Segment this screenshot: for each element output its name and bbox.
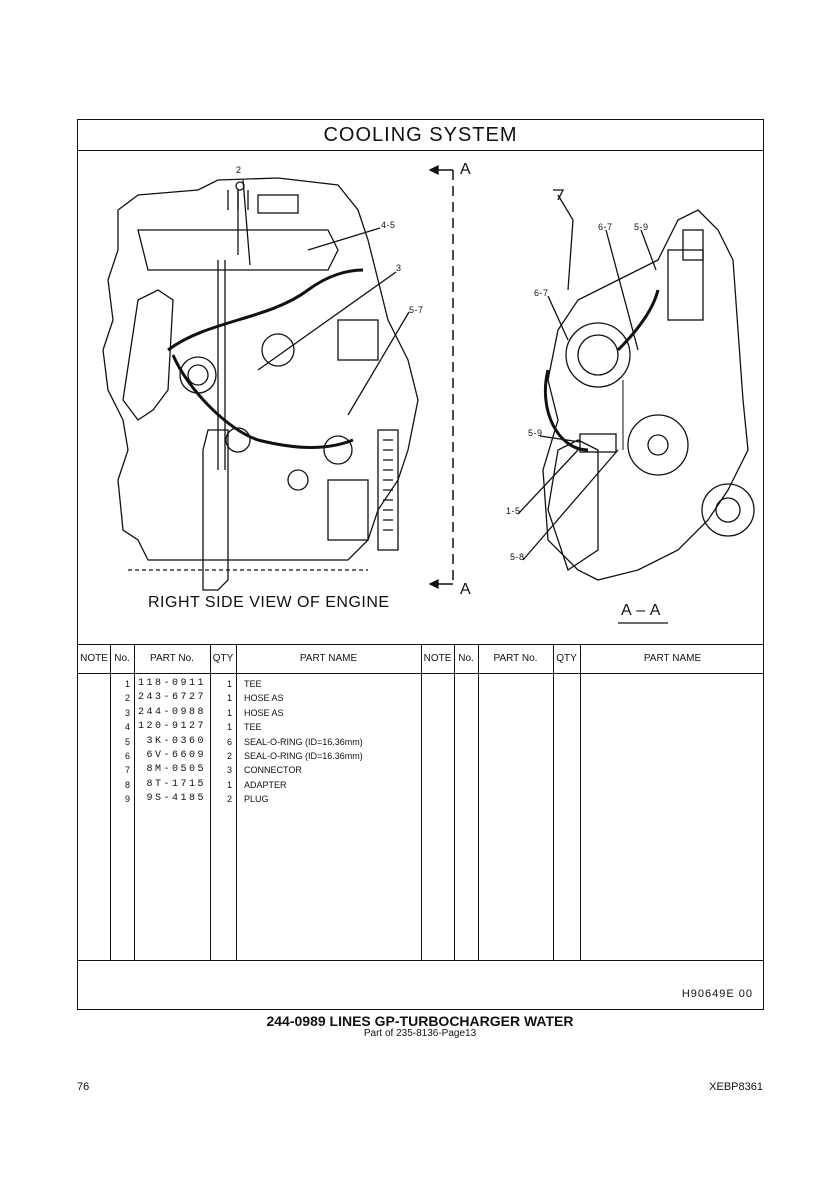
row-part-name: SEAL-O-RING (ID=16.36mm) [244, 736, 363, 747]
row-part-no: 120-9127 [137, 721, 206, 733]
row-part-no: 118-0911 [137, 678, 206, 689]
row-item-no: 5 [124, 736, 130, 747]
row-part-no: 243-6727 [137, 692, 206, 704]
sheet-title: COOLING SYSTEM [78, 120, 763, 151]
row-part-no: 6V-6609 [146, 750, 206, 761]
callout-5-8: 5-8 [510, 552, 525, 562]
row-part-no: 8T-1715 [146, 778, 206, 790]
section-marker-bottom: A [460, 581, 472, 598]
row-part-no: 9S-4185 [146, 793, 206, 805]
row-qty: 2 [226, 794, 232, 805]
header-no: No. [114, 653, 130, 664]
header-qty-2: QTY [556, 653, 577, 664]
header-part-name-2: PART NAME [643, 653, 702, 664]
row-item-no: 3 [124, 707, 130, 718]
callout-4-5: 4-5 [381, 220, 396, 230]
row-qty: 1 [226, 693, 232, 704]
callout-5-9-top: 5-9 [634, 222, 649, 232]
row-item-no: 9 [124, 794, 130, 805]
section-view-label: A – A [621, 602, 661, 619]
header-note-2: NOTE [423, 653, 452, 664]
row-part-name: PLUG [244, 794, 269, 805]
row-qty: 1 [226, 707, 232, 718]
row-part-no: 8M-0505 [146, 764, 206, 776]
row-qty: 6 [226, 736, 232, 747]
illustration-reference: H90649E 00 [681, 988, 753, 1000]
row-qty: 1 [226, 679, 232, 689]
row-part-no: 244-0988 [137, 706, 206, 718]
row-part-name: TEE [244, 722, 262, 733]
row-qty: 1 [226, 722, 232, 733]
callout-5-7: 5-7 [409, 305, 424, 315]
header-qty: QTY [212, 653, 234, 664]
header-part-no: PART No. [150, 653, 194, 664]
callout-6-7-left: 6-7 [534, 288, 549, 298]
row-qty: 3 [226, 765, 232, 776]
row-qty: 1 [226, 779, 232, 790]
row-item-no: 7 [124, 765, 130, 776]
row-part-name: HOSE AS [244, 707, 284, 718]
row-item-no: 1 [124, 679, 130, 689]
row-part-name: HOSE AS [244, 693, 284, 704]
row-item-no: 6 [124, 751, 130, 761]
header-note: NOTE [80, 653, 108, 664]
group-caption: 244-0989 LINES GP-TURBOCHARGER WATER [266, 1013, 574, 1029]
row-part-no: 3K-0360 [146, 735, 206, 747]
row-part-name: SEAL-O-RING (ID=16.36mm) [244, 751, 363, 761]
right-side-view-label: RIGHT SIDE VIEW OF ENGINE [148, 594, 390, 611]
row-item-no: 8 [124, 779, 130, 790]
parts-table: NOTE No. PART No. QTY PART NAME NOTE No.… [78, 644, 763, 961]
header-no-2: No. [458, 653, 474, 664]
row-part-name: CONNECTOR [244, 765, 302, 776]
callout-2: 2 [236, 165, 242, 175]
group-subcaption: Part of 235-8136-Page13 [363, 1028, 477, 1039]
engine-illustration: 2 4-5 3 5-7 6-7 5-9 6-7 5-9 1-5 5-8 A A … [78, 150, 763, 644]
header-part-no-2: PART No. [493, 653, 538, 664]
header-part-name: PART NAME [299, 653, 358, 664]
parts-sheet: COOLING SYSTEM [77, 119, 764, 1010]
document-id: XEBP8361 [709, 1081, 763, 1093]
row-part-name: ADAPTER [244, 779, 287, 790]
callout-1-5: 1-5 [506, 506, 521, 516]
callout-3: 3 [396, 263, 402, 273]
row-part-name: TEE [244, 679, 262, 689]
row-item-no: 4 [124, 722, 130, 733]
row-qty: 2 [226, 751, 232, 761]
row-item-no: 2 [124, 693, 130, 704]
page-number: 76 [77, 1081, 90, 1093]
section-marker-top: A [460, 161, 472, 178]
callout-6-7-top: 6-7 [598, 222, 613, 232]
engine-drawing [102, 164, 755, 624]
callout-5-9-left: 5-9 [528, 428, 543, 438]
